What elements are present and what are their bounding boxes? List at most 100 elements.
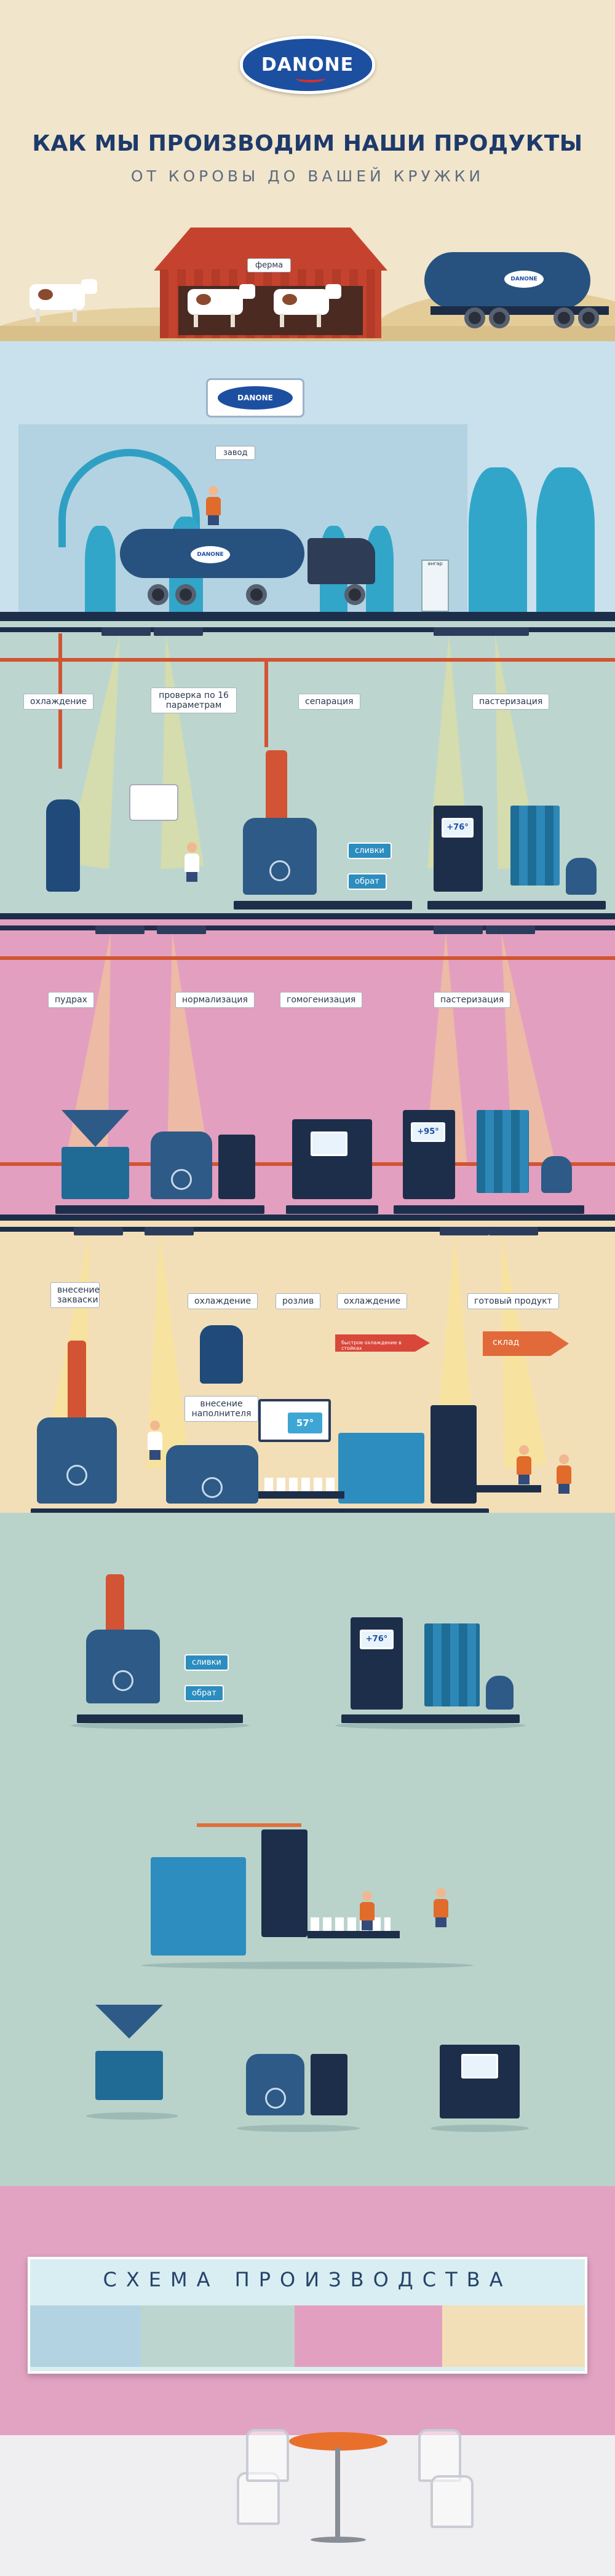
mini-farm (30, 2305, 141, 2367)
warehouse-arrow: склад (483, 1331, 569, 1356)
normalization-tank (151, 1131, 212, 1199)
wall-mockup: СХЕМА ПРОИЗВОДСТВА (0, 2186, 615, 2576)
step-label: гомогенизация (280, 992, 363, 1009)
truck-cab (308, 538, 375, 584)
separator-tank (86, 1630, 160, 1703)
homogenizer-screen (311, 1131, 347, 1156)
farm-label: ферма (247, 258, 292, 272)
process-pipe (0, 658, 615, 662)
cream-tag: сливки (184, 1654, 229, 1671)
step-label: внесение закваски (50, 1282, 100, 1309)
worker-figure (434, 1888, 448, 1927)
shadow (237, 2125, 360, 2132)
mixing-tank (166, 1445, 258, 1504)
truck-wheel (175, 584, 196, 605)
chair (246, 2429, 289, 2482)
cow-illustration (188, 284, 255, 327)
table-leg (335, 2447, 340, 2540)
separator-column (266, 750, 287, 824)
lab-monitor (129, 784, 178, 821)
ceiling-lamp (489, 1227, 538, 1235)
heat-exchanger (477, 1110, 529, 1193)
light-beam (145, 633, 204, 870)
equipment-showcase: сливки обрат +76° (0, 1513, 615, 2186)
factory-logo-sign: DANONE (206, 378, 304, 418)
step-label: пастеризация (472, 694, 550, 710)
chair (418, 2429, 461, 2482)
cow-illustration (274, 284, 341, 327)
platform (234, 901, 412, 910)
process-pipe (0, 956, 615, 960)
tanker-logo: DANONE (191, 546, 230, 563)
separator-tank (243, 818, 317, 895)
worker-figure (517, 1445, 531, 1484)
brand-text: DANONE (261, 54, 354, 76)
step-label: розлив (276, 1293, 321, 1310)
mini-stage (141, 2305, 295, 2367)
ceiling-lamp (101, 627, 151, 636)
factory-floor (0, 612, 615, 615)
conveyor-belt (258, 1491, 344, 1499)
control-panel (218, 1135, 255, 1199)
step-label: пудрах (48, 992, 94, 1009)
ceiling-lamp (157, 925, 206, 934)
shed-label: ангар (427, 561, 443, 566)
ceiling-rail (0, 1227, 615, 1232)
lab-worker (184, 842, 199, 882)
silo (469, 467, 527, 612)
mini-stage (442, 2305, 585, 2367)
silo (85, 526, 116, 612)
conveyor-belt (474, 1485, 541, 1492)
ceiling-lamp (154, 627, 203, 636)
shadow (141, 1962, 474, 1969)
platform (77, 1714, 243, 1723)
heat-exchanger (510, 806, 560, 886)
farm-section: DANONE КАК МЫ ПРОИЗВОДИМ НАШИ ПРОДУКТЫ О… (0, 0, 615, 341)
step-label: пастеризация (434, 992, 511, 1009)
powder-hopper (62, 1110, 129, 1147)
stage-fermentation-filling: внесение закваски охлаждение розлив охла… (0, 1215, 615, 1513)
mixer-unit (62, 1147, 129, 1199)
ceiling-rail (0, 627, 615, 632)
silo (536, 467, 595, 612)
ceiling-lamp (434, 925, 483, 934)
starter-column (68, 1341, 86, 1421)
outlet-pipe (197, 1823, 301, 1827)
worker-figure (360, 1891, 375, 1930)
platform (341, 1714, 520, 1723)
platform (55, 1205, 264, 1214)
platform (31, 1508, 351, 1513)
shed: ангар (421, 560, 449, 612)
ceiling-lamp (486, 925, 535, 934)
step-label: готовый продукт (467, 1293, 559, 1310)
worker-figure (148, 1421, 162, 1460)
factory-label: завод (215, 446, 256, 460)
factory-section: DANONE завод ангар DANONE (0, 341, 615, 615)
step-label: охлаждение (188, 1293, 258, 1310)
platform (286, 1205, 378, 1214)
capping-unit (261, 1829, 308, 1937)
cooling-unit (200, 1325, 243, 1384)
process-pipe (264, 658, 268, 747)
floor (0, 2435, 615, 2576)
control-panel (311, 2054, 347, 2115)
page-title: КАК МЫ ПРОИЗВОДИМ НАШИ ПРОДУКТЫ (32, 131, 583, 156)
board-title: СХЕМА ПРОИЗВОДСТВА (103, 2268, 512, 2291)
separator-column (106, 1574, 124, 1636)
truck-wheel (148, 584, 169, 605)
filler-label: внесение наполнителя (184, 1396, 258, 1422)
fermentation-tank (37, 1417, 117, 1504)
monitor-display: 57° (258, 1399, 331, 1442)
mini-stage (295, 2305, 442, 2367)
product-cups (311, 1917, 391, 1931)
worker-figure (557, 1454, 571, 1494)
step-label: охлаждение (23, 694, 94, 710)
truck-logo: DANONE (504, 271, 544, 288)
temperature-value: +95° (417, 1127, 439, 1136)
temperature-value: +76° (365, 1635, 388, 1644)
table-base (311, 2537, 366, 2543)
worker-figure (206, 486, 221, 525)
ceiling-lamp (434, 627, 483, 636)
platform (427, 901, 606, 910)
fast-cooling-arrow: быстрое охлаждение в стойках (335, 1334, 430, 1352)
